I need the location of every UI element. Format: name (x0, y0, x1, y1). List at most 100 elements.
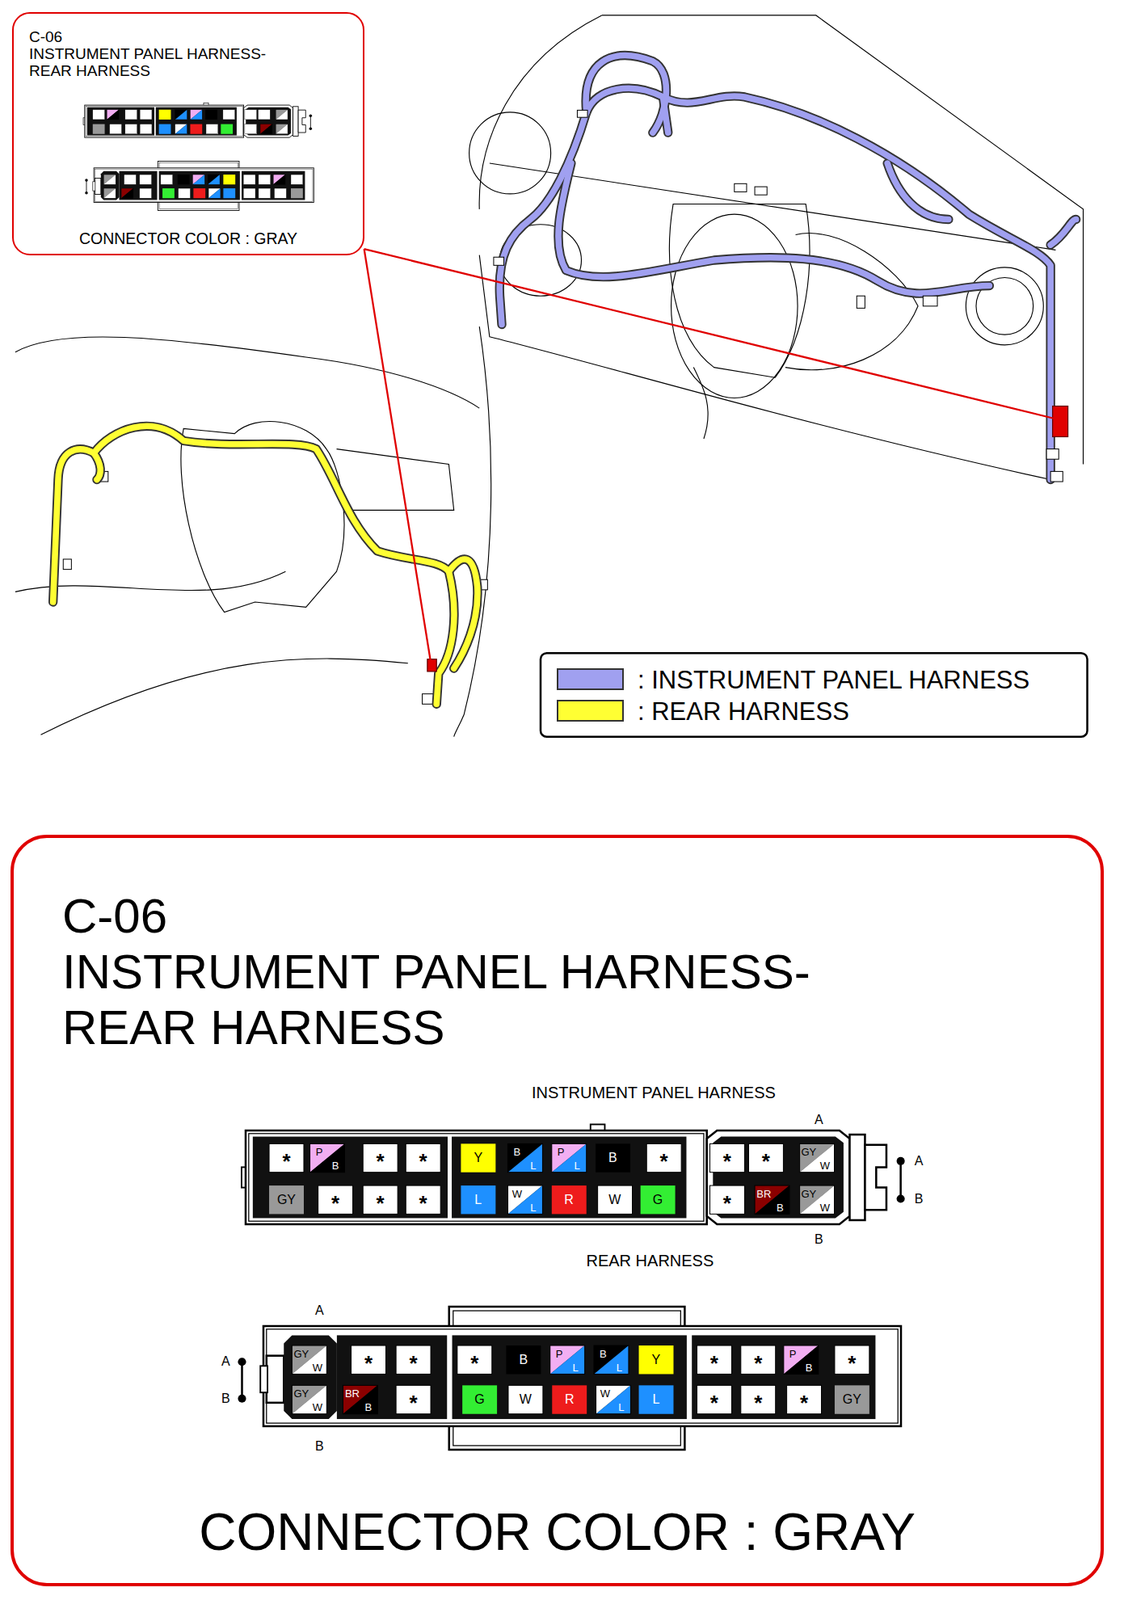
pin-cell-stripe (273, 174, 286, 185)
floor-line (40, 658, 408, 735)
wire-color: Y (652, 1353, 661, 1367)
legend-text: : REAR HARNESS (637, 698, 850, 725)
connector-body (155, 107, 237, 136)
pin-cell-stripe (799, 1143, 835, 1172)
wire-color: W (519, 1393, 532, 1407)
wire-color: B (513, 1146, 522, 1158)
connector-body (240, 1361, 244, 1399)
harness-path (662, 96, 668, 133)
pin-cell-stripe (291, 1385, 327, 1414)
empty-pin: * (847, 1352, 856, 1374)
title-block: C-06INSTRUMENT PANEL HARNESS- REAR HARNE… (29, 28, 288, 80)
pin-cell-stripe (275, 109, 288, 120)
connector-outline (263, 1306, 901, 1450)
pin-cell (754, 1185, 790, 1214)
pin-cell (220, 124, 233, 135)
wire-stripe: L (572, 1361, 579, 1373)
pin-cell (639, 1345, 674, 1374)
pin-cell-stripe (175, 109, 188, 120)
pin-cell (597, 1185, 633, 1214)
empty-pin: * (376, 1192, 385, 1214)
wire-color: BR (756, 1187, 771, 1199)
pin-cell-stripe (260, 124, 273, 135)
harness-path (93, 453, 101, 480)
pin-cell (178, 188, 191, 198)
empty-pin: * (470, 1352, 479, 1374)
pin-cell (193, 188, 206, 198)
wire-color: GY (842, 1393, 862, 1407)
wire-color: GY (293, 1387, 309, 1398)
legend-swatch (556, 668, 624, 691)
pin-cell-stripe (551, 1143, 587, 1172)
wire-stripe: L (574, 1160, 581, 1171)
pin-cell (274, 188, 287, 198)
pin-cell-stripe (550, 1345, 586, 1374)
pin-cell (710, 1185, 746, 1214)
connector-id: C-06 (29, 28, 288, 46)
pin-cell (244, 124, 257, 135)
pin-cell-stripe (754, 1185, 790, 1214)
pin-cell-stripe (596, 1385, 632, 1414)
pin-cell (640, 1185, 676, 1214)
pin-cell (177, 174, 190, 185)
pin-cell (460, 1143, 496, 1172)
pin-cell (139, 188, 152, 198)
callout-panel: C-06INSTRUMENT PANEL HARNESS- REAR HARNE… (10, 834, 1104, 1587)
pin-cell-stripe (551, 1143, 587, 1172)
pin-cell-stripe (175, 124, 188, 135)
wire-stripe: W (312, 1361, 323, 1373)
wire-stripe: L (618, 1401, 624, 1412)
harness-outline (499, 55, 1076, 480)
harness-path (1050, 218, 1077, 245)
pin-cell (505, 1345, 541, 1374)
pin-cell-stripe (799, 1185, 835, 1214)
connector-body (84, 178, 88, 182)
connector-body (451, 1136, 687, 1219)
callout-panel: C-06INSTRUMENT PANEL HARNESS- REAR HARNE… (12, 12, 365, 256)
pin-cell-stripe (207, 174, 220, 185)
connector-location (427, 659, 437, 672)
connector-icon (922, 295, 938, 307)
small-connectors (63, 109, 1063, 704)
connector-body (87, 107, 155, 136)
wire-color: L (652, 1393, 661, 1407)
connector-node: INSTRUMENT PANEL HARNESSA*PB**YBLPLB***G… (245, 1130, 891, 1225)
leader-line (364, 248, 1054, 419)
pin-cell (395, 1345, 431, 1374)
connector-body (245, 1130, 708, 1225)
pin-cell-stripe (291, 1345, 327, 1374)
pin-cell (595, 1143, 631, 1172)
pin-cell (243, 188, 256, 198)
pin-cell (362, 1143, 398, 1172)
pin-cell (125, 109, 138, 120)
center-stack (669, 204, 810, 379)
connector-body (452, 1334, 687, 1419)
dash-contour (489, 163, 1057, 250)
pin-cell (318, 1185, 354, 1214)
empty-pin: * (419, 1150, 428, 1172)
pin-cell-stripe (508, 1185, 544, 1214)
pin-cell (273, 174, 286, 185)
pin-cell-stripe (275, 109, 288, 120)
wire-stripe: L (616, 1361, 623, 1373)
pin-cell (639, 1385, 674, 1414)
dashboard-outline (469, 15, 1084, 480)
pin-cell-stripe (310, 1143, 346, 1172)
connector-outline (245, 1130, 891, 1225)
empty-pin: * (331, 1192, 340, 1214)
pin-cell (740, 1385, 776, 1414)
pin-cell (275, 124, 288, 135)
harness-path (53, 425, 455, 704)
pin-cell (342, 1385, 378, 1414)
pin-cell-stripe (550, 1345, 586, 1374)
wire-color: GY (800, 1187, 817, 1199)
pin-cell (106, 109, 119, 120)
pin-cell-stripe (175, 109, 188, 120)
wire-color: GY (800, 1146, 817, 1158)
rear-harness (53, 425, 478, 704)
empty-pin: * (723, 1192, 732, 1214)
pin-cell (92, 109, 106, 120)
connector-body (309, 113, 312, 117)
pin-cell-stripe (189, 109, 203, 120)
connector-body (310, 115, 312, 129)
